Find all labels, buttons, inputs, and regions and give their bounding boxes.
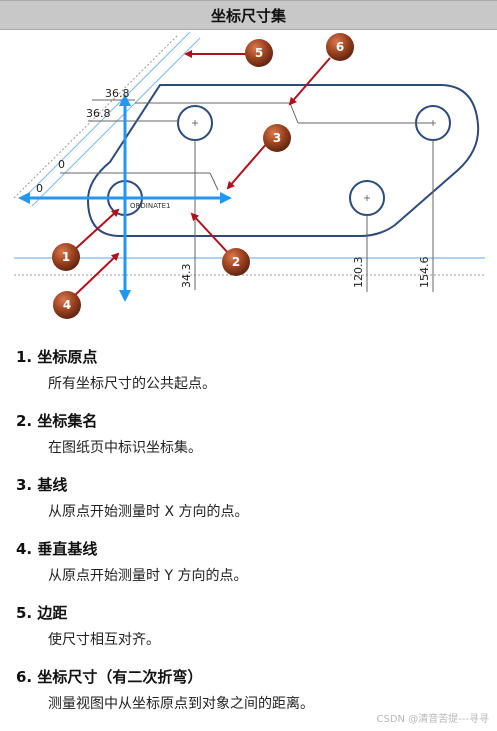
callout-arrows	[71, 50, 331, 299]
extension-lines	[60, 99, 434, 292]
diagonal-guide-1	[21, 31, 191, 201]
ordinate-diagram: 36.8 36.8 0 0 ORDINATE1 34.3 120.3 154.6…	[0, 30, 497, 330]
dim-label-bottom-1: 34.3	[180, 264, 193, 289]
item-desc: 所有坐标尺寸的公共起点。	[48, 376, 216, 392]
part-outline	[86, 84, 480, 237]
dim-label-y2: 36.8	[86, 107, 111, 120]
callout-3: 3	[263, 124, 291, 152]
page-title: 坐标尺寸集	[210, 6, 286, 25]
item-title: 6. 坐标尺寸（有二次折弯）	[16, 668, 203, 686]
item-title: 3. 基线	[16, 476, 68, 494]
callout-5: 5	[245, 39, 273, 67]
callout-1-label: 1	[62, 250, 70, 264]
margin-line-diagonal	[13, 34, 179, 199]
callout-6-label: 6	[336, 40, 344, 54]
callout-2: 2	[222, 248, 250, 276]
item-title: 2. 坐标集名	[16, 412, 98, 430]
callout-2-label: 2	[232, 255, 240, 269]
callout-3-label: 3	[273, 131, 281, 145]
callout-4: 4	[53, 291, 81, 319]
item-desc: 使尺寸相互对齐。	[48, 632, 160, 648]
dim-label-x-zero: 0	[36, 182, 43, 195]
diagram-canvas: 36.8 36.8 0 0 ORDINATE1 34.3 120.3 154.6…	[13, 31, 485, 319]
hole-center-marks	[192, 120, 436, 201]
dim-label-bottom-2: 120.3	[352, 257, 365, 289]
item-desc: 从原点开始测量时 X 方向的点。	[48, 504, 249, 520]
item-desc: 在图纸页中标识坐标集。	[48, 440, 202, 456]
origin-axes	[18, 94, 232, 302]
watermark: CSDN @清音苦提---寻寻	[376, 714, 489, 725]
title-bar: 坐标尺寸集	[0, 0, 497, 30]
item-desc: 测量视图中从坐标原点到对象之间的距离。	[48, 696, 314, 712]
dim-label-bottom-3: 154.6	[418, 257, 431, 289]
callout-5-label: 5	[255, 46, 263, 60]
item-title: 5. 边距	[16, 604, 68, 622]
callout-4-label: 4	[63, 298, 71, 312]
item-desc: 从原点开始测量时 Y 方向的点。	[48, 568, 248, 584]
callout-1: 1	[52, 243, 80, 271]
callout-6: 6	[326, 33, 354, 61]
ordinate-set-name: ORDINATE1	[130, 202, 170, 210]
item-title: 1. 坐标原点	[16, 348, 98, 366]
item-title: 4. 垂直基线	[16, 540, 98, 558]
diagonal-guide-2	[31, 37, 201, 207]
dim-label-y-zero: 0	[58, 158, 65, 171]
dim-label-y1: 36.8	[105, 87, 130, 100]
